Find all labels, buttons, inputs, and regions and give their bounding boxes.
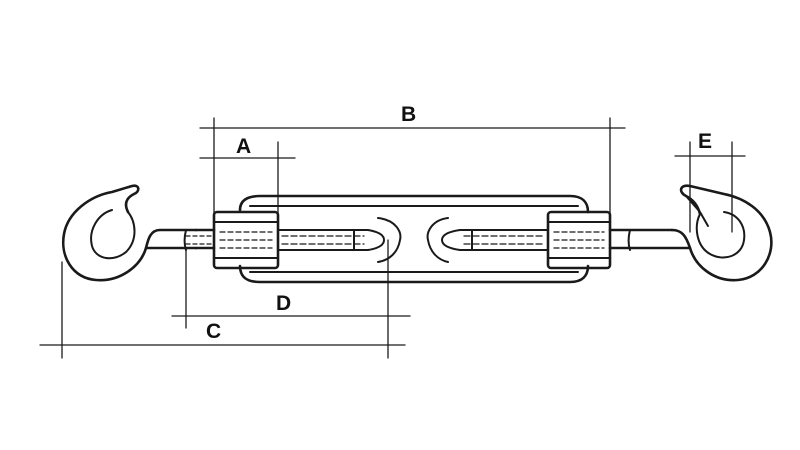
left-collar [212,210,280,270]
right-hook-shank-cap [627,229,631,251]
label-c: C [206,320,221,343]
right-hook-eye [695,211,746,259]
dimension-labels: B A E D C [206,103,712,343]
left-hook-shank-cap [183,229,187,251]
right-rod-tip [441,229,461,251]
turnbuckle-frame [238,194,590,284]
left-hook [61,184,198,282]
right-hook [608,184,773,282]
right-collar [546,210,612,270]
left-collar-body [212,210,280,270]
left-hook-outline [61,184,198,282]
right-threaded-rod [441,229,549,251]
frame-window-left [377,217,402,263]
label-d: D [276,292,291,315]
label-e: E [698,130,712,153]
right-hook-tip [685,195,709,227]
label-a: A [236,135,251,158]
frame-window-right [426,217,449,263]
left-hook-eye [90,209,136,260]
frame-bottom [238,264,590,284]
left-rod-tip [367,229,385,251]
label-b: B [401,103,416,126]
dimension-lines [39,117,746,359]
left-threaded-rod [185,228,385,251]
frame-top [238,194,590,214]
right-collar-body [546,210,612,270]
right-hook-outline [670,184,773,282]
